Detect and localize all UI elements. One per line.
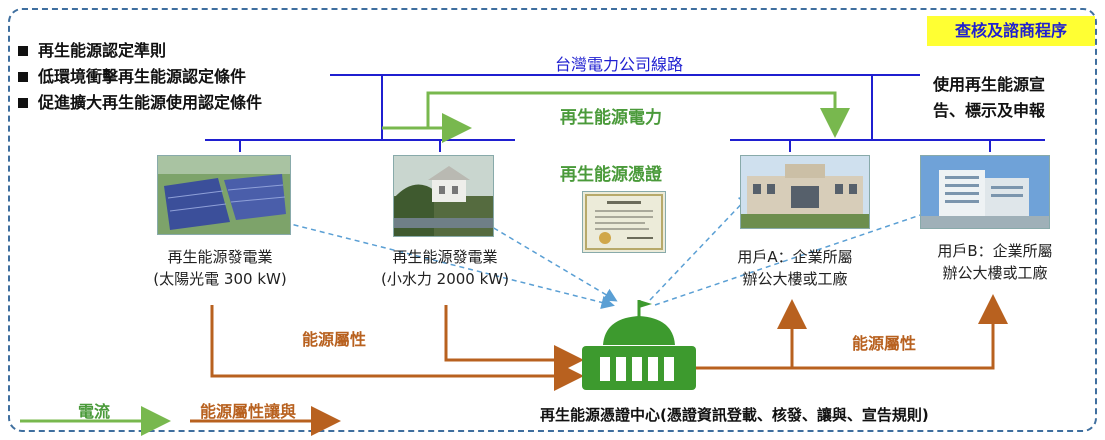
attribute-flow xyxy=(190,294,1008,436)
re-power-label: 再生能源電力 xyxy=(560,108,662,128)
certificate-center-label: 再生能源憑證中心(憑證資訊登載、核發、讓與、宣告規則) xyxy=(540,406,929,424)
link-user-b xyxy=(654,201,953,306)
generator-solar-caption: 再生能源發電業 (太陽光電 300 kW) xyxy=(153,248,287,288)
legend-current-label: 電流 xyxy=(78,402,111,421)
square-bullet-icon xyxy=(18,98,28,108)
re-power-arrow xyxy=(426,91,850,138)
user-a-caption: 用戶A：企業所屬 辦公大樓或工廠 xyxy=(737,248,853,288)
regulation-list: 再生能源認定準則 低環境衝擊再生能源認定條件 促進擴大再生能源使用認定條件 xyxy=(18,38,262,116)
attr-from-solar xyxy=(210,305,584,391)
legend-transfer-label: 能源屬性讓與 xyxy=(200,402,297,421)
review-consulting-badge: 查核及諮商程序 xyxy=(927,16,1095,46)
square-bullet-icon xyxy=(18,46,28,56)
user-declaration: 使用再生能源宣 告、標示及申報 xyxy=(933,75,1046,120)
power-flow xyxy=(20,91,850,436)
attr-to-user-a xyxy=(688,299,807,370)
diagram-frame xyxy=(8,8,1097,432)
factory-building-photo xyxy=(920,155,1050,229)
certificate-label: 再生能源憑證 xyxy=(560,165,662,185)
certificate-center-icon xyxy=(582,300,696,390)
regulation-item: 促進擴大再生能源使用認定條件 xyxy=(18,90,262,116)
generator-hydro-caption: 再生能源發電業 (小水力 2000 kW) xyxy=(381,248,509,288)
square-bullet-icon xyxy=(18,72,28,82)
attribute-right-label: 能源屬性 xyxy=(852,334,917,353)
office-building-photo xyxy=(740,155,870,229)
attr-to-user-b xyxy=(792,294,1008,370)
small-hydro-photo xyxy=(393,155,494,237)
grid-label: 台灣電力公司線路 xyxy=(555,55,684,74)
attribute-left-label: 能源屬性 xyxy=(302,330,367,349)
regulation-item: 低環境衝擊再生能源認定條件 xyxy=(18,64,262,90)
regulation-item: 再生能源認定準則 xyxy=(18,38,262,64)
solar-farm-photo xyxy=(157,155,291,235)
attr-from-hydro xyxy=(444,305,584,375)
certificate-image xyxy=(582,191,666,253)
link-user-a xyxy=(649,192,753,301)
user-b-caption: 用戶B：企業所屬 辦公大樓或工廠 xyxy=(937,242,1053,282)
